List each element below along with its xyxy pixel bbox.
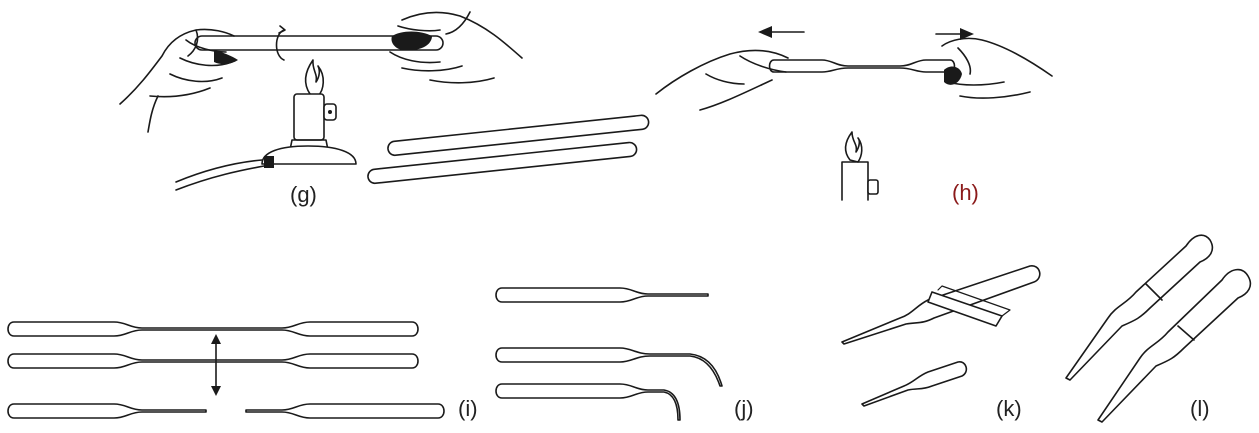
burner-flame-h	[846, 132, 862, 162]
panel-l	[1066, 235, 1250, 422]
label-i: (i)	[458, 396, 478, 422]
drawn-tube-h	[770, 60, 955, 72]
left-hand-h	[656, 51, 788, 110]
label-h: (h)	[952, 180, 979, 206]
label-l: (l)	[1190, 396, 1210, 422]
bunsen-burner-g	[294, 94, 324, 140]
panel-h	[656, 26, 1052, 200]
drawn-tube-i-1	[8, 322, 418, 336]
gas-hose-g-2	[176, 166, 264, 190]
hose-connector-g	[264, 156, 274, 168]
cut-arrowhead-down-i	[211, 386, 221, 396]
pull-arrowhead-left	[758, 26, 772, 38]
right-hand-h	[942, 38, 1052, 98]
separated-pipette-i-right	[246, 404, 444, 418]
bunsen-burner-h	[842, 162, 868, 200]
burner-base-g	[262, 146, 356, 164]
cut-arrowhead-up-i	[211, 334, 221, 344]
pipette-bent-j-1	[496, 348, 722, 386]
rotation-arrowhead-g	[279, 26, 285, 33]
burner-knob-dot-g	[328, 110, 332, 114]
separated-pipette-i-left	[8, 404, 206, 418]
label-j: (j)	[734, 396, 754, 422]
burner-knob-h	[868, 180, 878, 194]
pipette-straight-j	[496, 288, 708, 302]
label-k: (k)	[996, 396, 1022, 422]
panel-k	[842, 266, 1040, 406]
drawn-tube-i-2	[8, 354, 418, 368]
burner-flame-g	[306, 60, 324, 96]
pipette-with-bulb-l-2	[1098, 270, 1250, 422]
gas-hose-g	[176, 160, 262, 182]
panel-g	[120, 12, 649, 190]
pipette-bent-j-2	[496, 384, 680, 420]
panel-i	[8, 322, 444, 418]
pipette-k-2	[862, 362, 966, 406]
panel-j	[496, 288, 722, 420]
right-hand-shadow-h	[944, 67, 962, 85]
label-g: (g)	[290, 182, 317, 208]
